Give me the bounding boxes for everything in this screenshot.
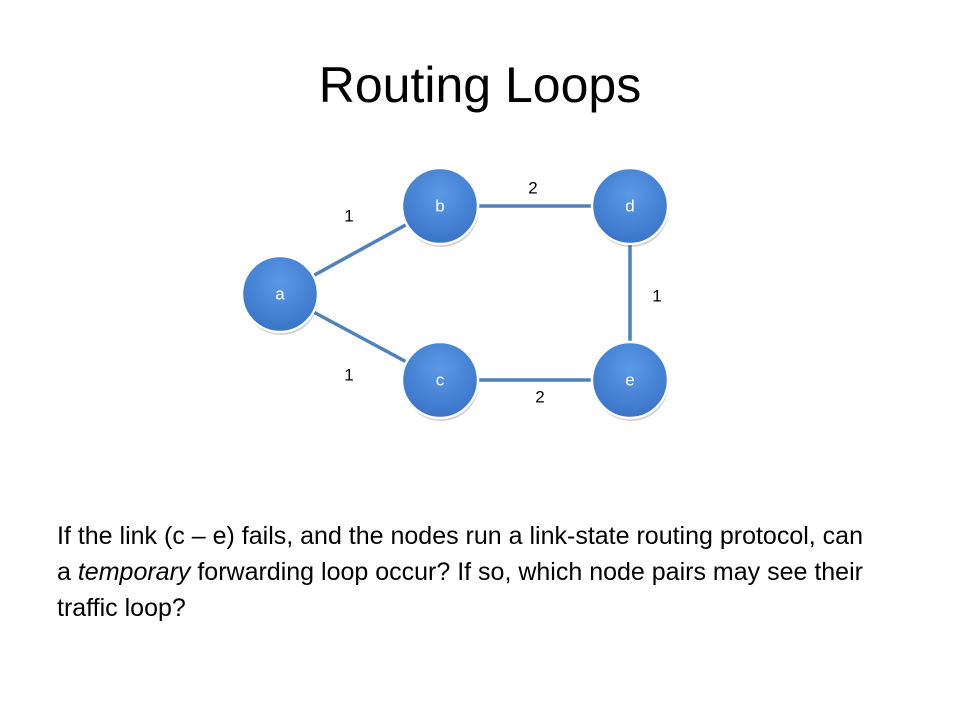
node-e: e [590, 340, 670, 421]
link-weight-d-e: 1 [652, 286, 661, 305]
link-weight-a-c: 1 [344, 365, 353, 384]
question-part-2: forwarding loop occur? If so, which node… [57, 558, 863, 622]
node-circle-c [400, 340, 480, 420]
node-label-c: c [436, 370, 445, 389]
node-d: d [590, 166, 670, 247]
node-label-d: d [625, 196, 634, 215]
weights-layer: 1 1 2 1 2 [344, 178, 661, 406]
node-circle-b [400, 166, 480, 246]
node-label-a: a [275, 284, 285, 303]
node-circle-d [590, 166, 670, 246]
question-emphasis: temporary [77, 558, 191, 586]
link-weight-a-b: 1 [344, 206, 353, 225]
node-label-b: b [435, 196, 444, 215]
node-c: c [400, 340, 480, 421]
question-text: If the link (c – e) fails, and the nodes… [57, 518, 877, 626]
slide-title: Routing Loops [318, 57, 642, 113]
link-weight-b-d: 2 [528, 178, 537, 197]
node-circle-e [590, 340, 670, 420]
node-label-e: e [625, 370, 634, 389]
link-weight-c-e: 2 [535, 387, 544, 406]
nodes-layer: a b c d e [240, 166, 670, 421]
node-b: b [400, 166, 480, 247]
node-circle-a [240, 254, 320, 334]
question-part-1: If the link (c – e) fails, and the nodes… [57, 522, 863, 586]
node-a: a [240, 254, 320, 335]
